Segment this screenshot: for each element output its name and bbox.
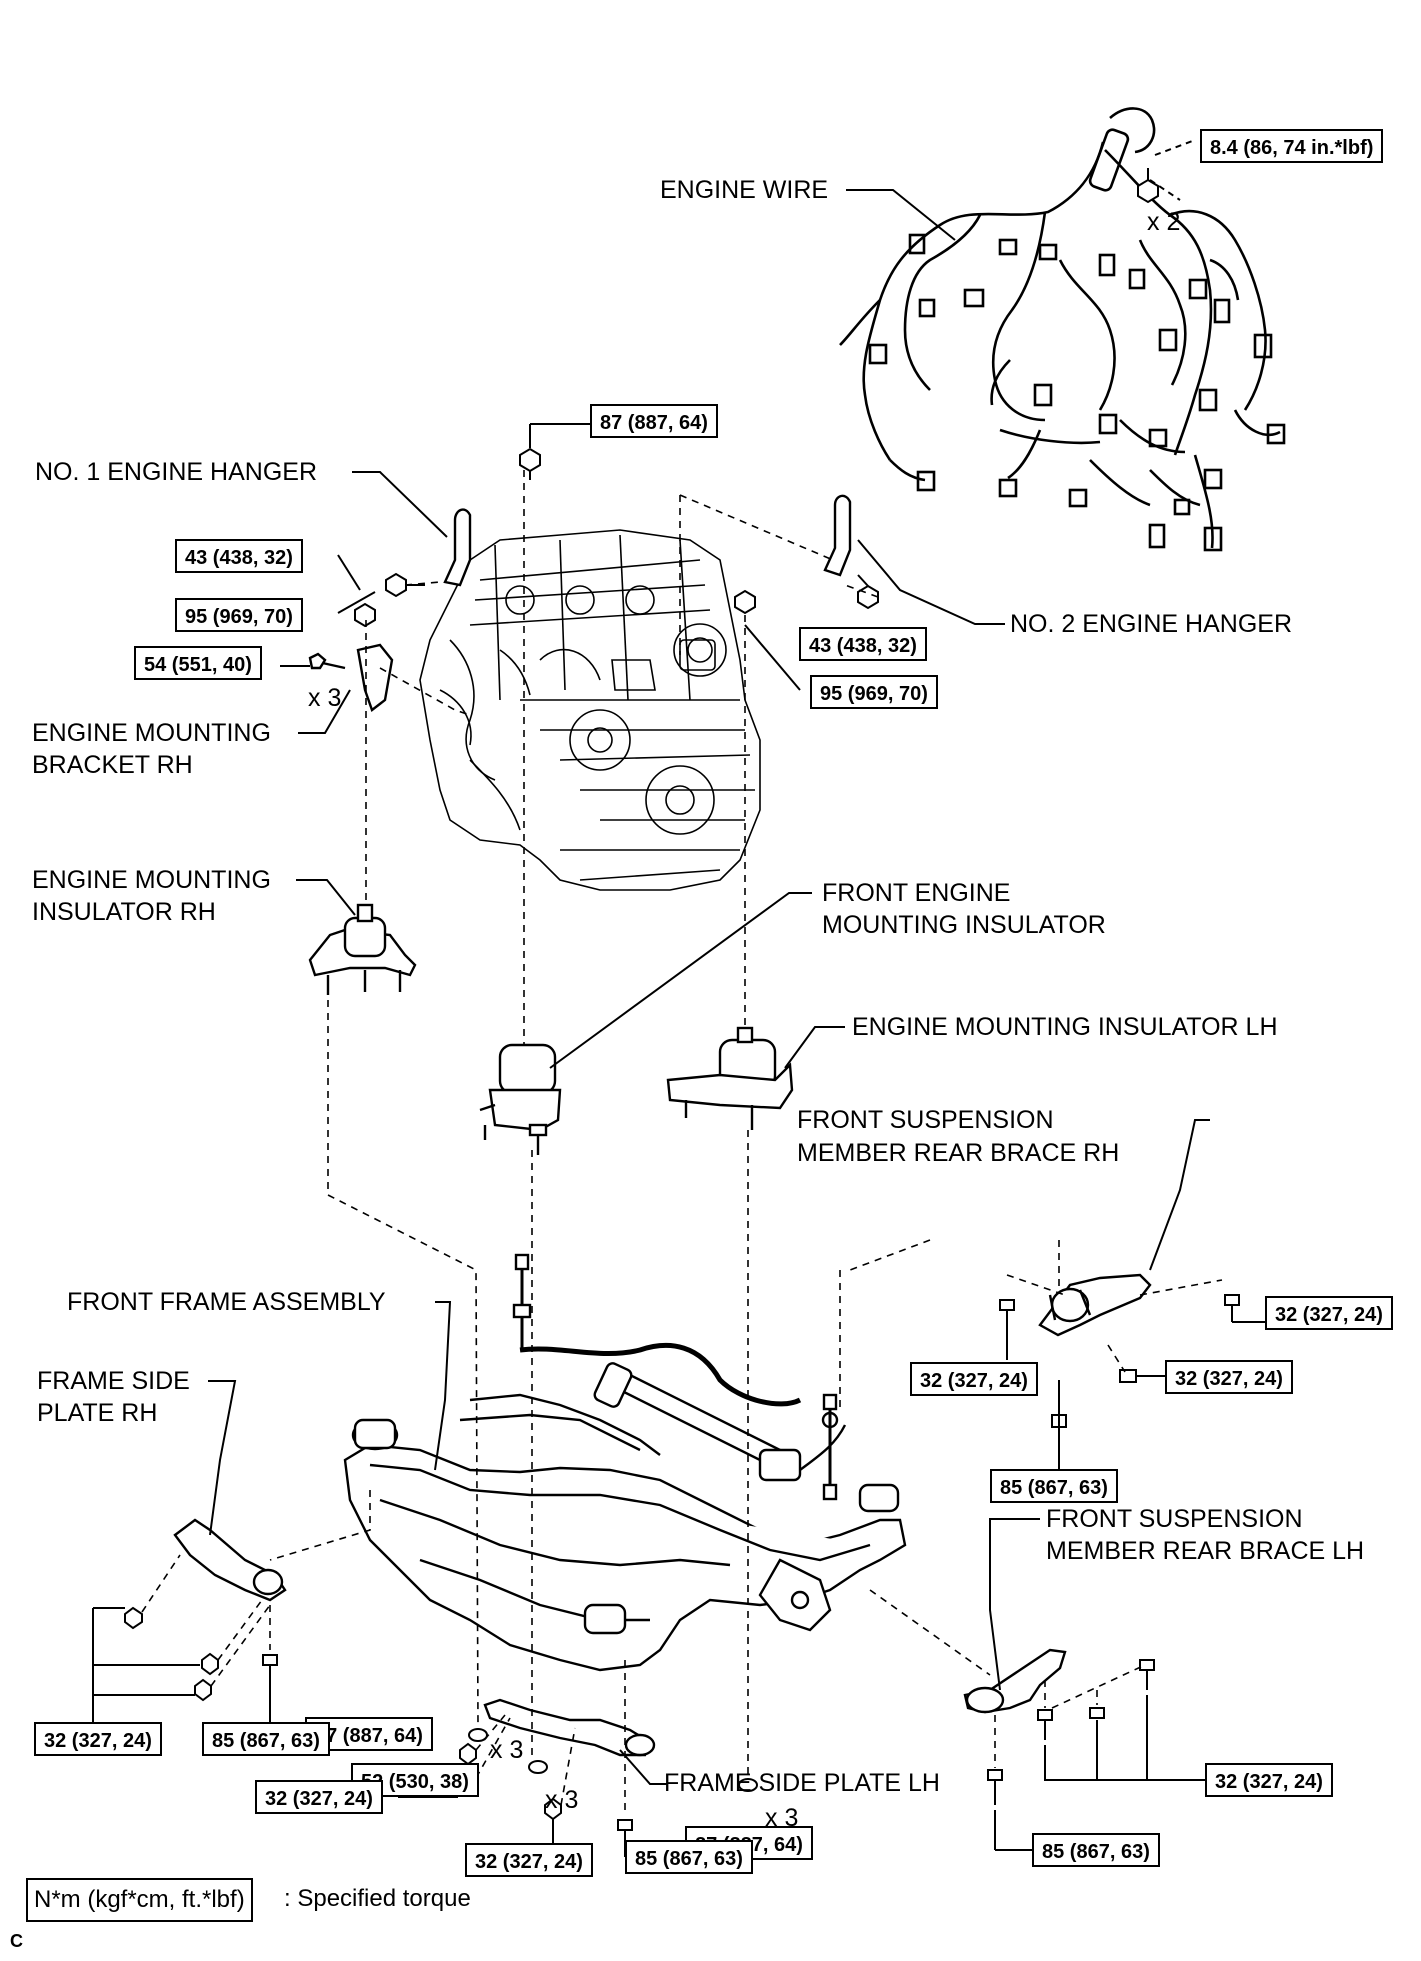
engine-assembly — [419, 529, 761, 891]
torque-box-side-lh-32-b: 32 (327, 24) — [465, 1843, 593, 1877]
label-engine-mounting-bracket-rh-line2: BRACKET RH — [32, 751, 193, 779]
front-engine-mounting-insulator — [479, 1043, 562, 1155]
label-no2-engine-hanger: NO. 2 ENGINE HANGER — [1010, 610, 1292, 638]
label-front-suspension-member-rear-brace-lh-line2: MEMBER REAR BRACE LH — [1046, 1537, 1365, 1565]
engine-wire-harness — [839, 107, 1286, 552]
torque-box-43-left: 43 (438, 32) — [175, 539, 303, 573]
legend-description: : Specified torque — [284, 1885, 471, 1912]
label-frame-side-plate-rh-line2: PLATE RH — [37, 1399, 158, 1427]
nut-icons — [354, 589, 756, 628]
label-frame-side-plate-rh-line1: FRAME SIDE — [37, 1367, 190, 1395]
hanger-bolt-icons — [385, 447, 879, 610]
qty-x3-frame-87: x 3 — [490, 1736, 524, 1764]
label-engine-mounting-bracket-rh-line1: ENGINE MOUNTING — [32, 719, 271, 747]
frame-side-plate-lh — [483, 1698, 656, 1757]
torque-box-side-rh-85: 85 (867, 63) — [202, 1722, 330, 1756]
label-front-suspension-member-rear-brace-rh-line2: MEMBER REAR BRACE RH — [797, 1139, 1120, 1167]
engine-mounting-insulator-lh — [666, 1026, 794, 1130]
torque-box-brace-lh-85: 85 (867, 63) — [1032, 1833, 1160, 1867]
torque-box-brace-rh-mid: 32 (327, 24) — [1165, 1360, 1293, 1394]
label-front-engine-mounting-insulator-line2: MOUNTING INSULATOR — [822, 911, 1106, 939]
label-engine-mounting-insulator-lh: ENGINE MOUNTING INSULATOR LH — [852, 1013, 1278, 1041]
frame-side-plate-rh — [173, 1518, 287, 1602]
alignment-dashed-lines — [141, 470, 1223, 1815]
front-suspension-member-rear-brace-rh — [1038, 1273, 1152, 1337]
brace-lh-bolts — [987, 1659, 1155, 1805]
label-engine-mounting-insulator-rh-line2: INSULATOR RH — [32, 898, 216, 926]
torque-box-side-rh-32: 32 (327, 24) — [34, 1722, 162, 1756]
label-front-engine-mounting-insulator-line1: FRONT ENGINE — [822, 879, 1011, 907]
label-front-suspension-member-rear-brace-rh-line1: FRONT SUSPENSION — [797, 1106, 1054, 1134]
engine-mounting-insulator-rh — [308, 903, 417, 995]
label-front-suspension-member-rear-brace-lh-line1: FRONT SUSPENSION — [1046, 1505, 1303, 1533]
front-frame-assembly — [343, 1253, 907, 1672]
torque-box-43-right: 43 (438, 32) — [799, 627, 927, 661]
label-frame-side-plate-lh: FRAME SIDE PLATE LH — [664, 1769, 940, 1797]
torque-box-85-brace-rh: 85 (867, 63) — [990, 1469, 1118, 1503]
label-front-frame-assembly: FRONT FRAME ASSEMBLY — [67, 1288, 386, 1316]
label-engine-mounting-insulator-rh-line1: ENGINE MOUNTING — [32, 866, 271, 894]
qty-x3-frame-87-right: x 3 — [765, 1804, 799, 1832]
label-no1-engine-hanger: NO. 1 ENGINE HANGER — [35, 458, 317, 486]
leader-lines — [92, 189, 1265, 1857]
qty-x2-wire-nut: x 2 — [1147, 208, 1181, 236]
torque-box-side-lh-85: 85 (867, 63) — [625, 1840, 753, 1874]
label-engine-wire: ENGINE WIRE — [660, 176, 829, 204]
torque-box-brace-rh-left: 32 (327, 24) — [910, 1362, 1038, 1396]
no1-engine-hanger — [443, 508, 472, 587]
corner-mark: C — [10, 1931, 23, 1951]
harness-nut-icon — [1137, 168, 1159, 204]
front-suspension-member-rear-brace-lh — [963, 1648, 1067, 1714]
torque-box-brace-lh-32: 32 (327, 24) — [1205, 1763, 1333, 1797]
torque-box-side-lh-32-a: 32 (327, 24) — [255, 1780, 383, 1814]
legend-torque-unit-box: N*m (kgf*cm, ft.*lbf) — [26, 1878, 253, 1922]
torque-box-95-left: 95 (969, 70) — [175, 598, 303, 632]
torque-box-54: 54 (551, 40) — [134, 646, 262, 680]
torque-box-wire-nut: 8.4 (86, 74 in.*lbf) — [1200, 129, 1384, 163]
side-plate-rh-bolts — [124, 1606, 278, 1702]
qty-x3-frame-52: x 3 — [545, 1786, 579, 1814]
torque-box-87-top: 87 (887, 64) — [590, 404, 718, 438]
torque-box-95-right: 95 (969, 70) — [810, 675, 938, 709]
qty-x3-bracket: x 3 — [308, 684, 342, 712]
frame-nut-icons — [468, 1728, 758, 1792]
torque-box-brace-rh-right: 32 (327, 24) — [1265, 1296, 1393, 1330]
no2-engine-hanger — [823, 494, 852, 577]
